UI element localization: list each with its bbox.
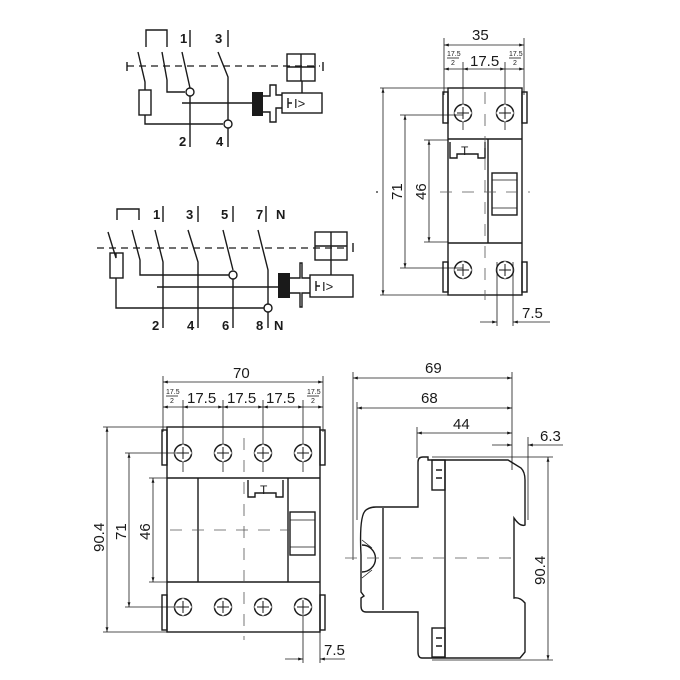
terminal-screw-icon [293, 443, 313, 463]
pitch-dimension: 17.5 [266, 390, 295, 407]
toggle-arc [361, 544, 377, 573]
toggle-lever [491, 172, 518, 216]
terminal-screw-icon [213, 597, 233, 617]
pitch-dimension: 17.5 [470, 53, 499, 70]
width-dimension: 35 [472, 27, 489, 44]
rail-offset-dimension: 6.3 [540, 428, 561, 445]
front-view-four-pole: 70 17.5 2 17.5 17.5 17.5 17.5 2 T [91, 365, 345, 663]
total-depth-dimension: 69 [425, 360, 442, 377]
pitch-dimension: 17.5 [187, 390, 216, 407]
summation-transformer [278, 273, 290, 298]
terminal-label: 2 [152, 318, 159, 333]
window-height-dimension: 46 [413, 183, 430, 200]
relay-box [281, 92, 323, 114]
terminal-label: 1 [153, 207, 160, 222]
test-button-label: T [461, 144, 469, 158]
test-button-symbol [116, 208, 140, 220]
terminal-screw-icon [453, 260, 473, 280]
terminal-label: 8 [256, 318, 263, 333]
terminal-spacing-dimension: 71 [389, 183, 406, 200]
terminal-label: 7 [256, 207, 263, 222]
half-pitch-numerator: 17.5 [447, 51, 461, 58]
terminal-screw-icon [253, 443, 273, 463]
side-height-dimension: 90.4 [532, 556, 549, 585]
terminal-label: 5 [221, 207, 228, 222]
relay-box [309, 274, 354, 298]
terminal-offset-dimension: 7.5 [522, 305, 543, 322]
terminal-spacing-dimension: 71 [113, 523, 130, 540]
test-button-label: T [260, 483, 268, 497]
terminal-clamp [431, 627, 446, 658]
terminal-label: 3 [186, 207, 193, 222]
test-button [449, 142, 486, 159]
terminal-label: 3 [215, 31, 222, 46]
summation-transformer [252, 92, 263, 116]
test-button-symbol [145, 29, 168, 47]
relay-label: I> [294, 96, 305, 111]
test-resistor [138, 89, 152, 116]
relay-label: I> [322, 279, 333, 294]
terminal-label: 6 [222, 318, 229, 333]
terminal-screw-icon [495, 260, 515, 280]
total-height-dimension: 90.4 [91, 523, 108, 552]
terminal-screw-icon [495, 103, 515, 123]
side-view: 69 68 44 6.3 90.4 [345, 360, 563, 661]
terminal-label: N [276, 207, 285, 222]
device-body [166, 426, 321, 633]
terminal-clamp [431, 459, 446, 491]
half-pitch-denominator: 2 [170, 398, 174, 405]
schematic-four-pole: 1 3 5 7 N I> 2 4 6 8 N [97, 206, 354, 333]
width-dimension: 70 [233, 365, 250, 382]
pitch-dimension: 17.5 [227, 390, 256, 407]
test-resistor [109, 252, 124, 279]
body-depth-dimension: 68 [421, 390, 438, 407]
half-pitch-denominator: 2 [311, 398, 315, 405]
device-profile [359, 456, 526, 659]
half-pitch-numerator: 17.5 [307, 389, 321, 396]
half-pitch-numerator: 17.5 [166, 389, 180, 396]
terminal-label: N [274, 318, 283, 333]
toggle-lever [289, 511, 316, 556]
front-view-two-pole: 35 17.5 2 17.5 17.5 2 T 71 46 [376, 27, 550, 326]
terminal-label: 4 [187, 318, 195, 333]
terminal-label: 2 [179, 134, 186, 149]
half-pitch-denominator: 2 [513, 60, 517, 67]
window-height-dimension: 46 [137, 523, 154, 540]
terminal-screw-icon [453, 103, 473, 123]
half-pitch-denominator: 2 [451, 60, 455, 67]
terminal-screw-icon [253, 597, 273, 617]
terminal-screw-icon [213, 443, 233, 463]
front-depth-dimension: 44 [453, 416, 470, 433]
terminal-label: 1 [180, 31, 187, 46]
test-button [247, 480, 284, 498]
half-pitch-numerator: 17.5 [509, 51, 523, 58]
schematic-two-pole: 1 3 I> 2 4 [126, 29, 324, 149]
terminal-offset-dimension: 7.5 [324, 642, 345, 659]
terminal-label: 4 [216, 134, 224, 149]
